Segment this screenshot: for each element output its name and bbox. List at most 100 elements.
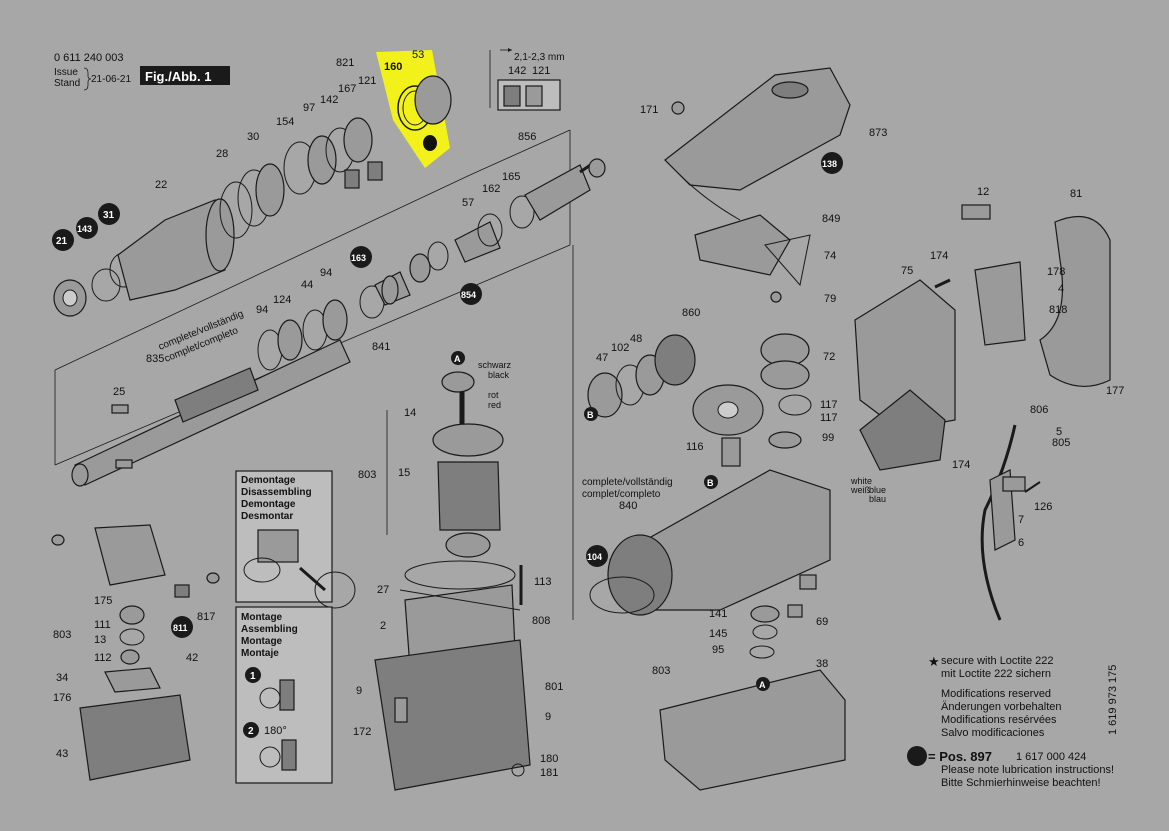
complete-label-2b: complet/completo xyxy=(582,489,661,500)
part-label: 154 xyxy=(276,116,294,128)
marker-a-top: A xyxy=(451,351,465,365)
part-label: 162 xyxy=(482,183,500,195)
marker-a-bottom: A xyxy=(756,677,770,691)
modifications-2: Änderungen vorbehalten xyxy=(941,701,1061,713)
part-label: 30 xyxy=(247,131,259,143)
part-label-highlighted: 160 xyxy=(384,61,402,73)
part-label: 94 xyxy=(256,304,268,316)
part-label: 174 xyxy=(930,250,948,262)
part-label: 79 xyxy=(824,293,836,305)
part-label: 4 xyxy=(1058,283,1064,295)
svg-text:21: 21 xyxy=(56,236,68,247)
part-label: 69 xyxy=(816,616,828,628)
assembly-box: Montage Assembling Montage Montaje 1 2 1… xyxy=(235,606,333,784)
part-label: 174 xyxy=(952,459,970,471)
lower-left-assembly xyxy=(51,524,220,781)
marker-b-left: B xyxy=(584,407,598,421)
part-label: 14 xyxy=(404,407,416,419)
cover-873 xyxy=(664,67,851,191)
vertical-doc-number: 1 619 973 175 xyxy=(1107,665,1119,735)
wire-label-rot: rot xyxy=(488,390,499,400)
part-label: 95 xyxy=(712,644,724,656)
svg-text:A: A xyxy=(759,680,766,690)
top-cover xyxy=(664,67,851,303)
part-labels: 821 53 160 121 167 97 142 154 30 28 22 8… xyxy=(53,49,1124,779)
svg-text:138: 138 xyxy=(822,159,837,169)
part-label: 124 xyxy=(273,294,291,306)
part-label: 145 xyxy=(709,628,727,640)
part-label: 94 xyxy=(320,267,332,279)
handle-81 xyxy=(1039,215,1111,388)
fan-armature xyxy=(432,423,504,457)
pos-label: = Pos. 897 xyxy=(928,749,992,764)
part-label: 15 xyxy=(398,467,410,479)
part-label: 821 xyxy=(336,57,354,69)
step-2-badge xyxy=(243,722,259,738)
part-label: 113 xyxy=(534,576,552,588)
step-1-number: 1 xyxy=(250,671,256,682)
part-label: 57 xyxy=(462,197,474,209)
part-label: 6 xyxy=(1018,537,1024,549)
star-icon: ★ xyxy=(928,654,940,669)
part-label: 835 xyxy=(146,353,164,365)
lubrication-note-2: Bitte Schmierhinweise beachten! xyxy=(941,777,1101,789)
svg-text:B: B xyxy=(707,478,714,488)
demontage-2: Disassembling xyxy=(241,487,312,498)
part-label: 34 xyxy=(56,672,68,684)
part-label: 75 xyxy=(901,265,913,277)
part-label: 806 xyxy=(1030,404,1048,416)
modifications-1: Modifications reserved xyxy=(941,688,1051,700)
part-label: 72 xyxy=(823,351,835,363)
montage-4: Montaje xyxy=(241,648,279,659)
part-label: 176 xyxy=(53,692,71,704)
part-label: 111 xyxy=(94,619,111,631)
callouts: 21 143 31 163 854 138 811 104 xyxy=(52,152,843,638)
part-849 xyxy=(694,214,791,276)
svg-text:B: B xyxy=(587,410,594,420)
gearbox-cover-43 xyxy=(79,694,191,781)
letter-markers: A A B B xyxy=(451,351,770,691)
dimension-value: 2,1-2,3 mm xyxy=(514,52,565,63)
part-label: 53 xyxy=(412,49,424,61)
part-label: 873 xyxy=(869,127,887,139)
callout-104: 104 xyxy=(586,545,608,567)
part-label: 860 xyxy=(682,307,700,319)
part-label: 25 xyxy=(113,386,125,398)
wire-label-white: white xyxy=(850,476,872,486)
svg-text:143: 143 xyxy=(77,224,92,234)
part-label: 849 xyxy=(822,213,840,225)
part-label: 5 xyxy=(1056,426,1062,438)
part-label: 177 xyxy=(1106,385,1124,397)
gearbox-housing xyxy=(572,245,846,791)
part-label: 74 xyxy=(824,250,836,262)
part-label: 43 xyxy=(56,748,68,760)
part-label: 97 xyxy=(303,102,315,114)
montage-3: Montage xyxy=(241,636,283,647)
part-label: 803 xyxy=(53,629,71,641)
part-label: 12 xyxy=(977,186,989,198)
label-142-inset: 142 xyxy=(508,65,526,77)
modifications-3: Modifications resérvées xyxy=(941,714,1057,726)
cover-38 xyxy=(659,669,846,791)
demontage-3: Demontage xyxy=(241,499,296,510)
part-label: 142 xyxy=(320,94,338,106)
issue-brace xyxy=(83,67,92,91)
part-label: 856 xyxy=(518,131,536,143)
svg-text:104: 104 xyxy=(587,552,602,562)
pos-number: 1 617 000 424 xyxy=(1016,751,1086,763)
part-label: 13 xyxy=(94,634,106,646)
disassembly-box: Demontage Disassembling Demontage Desmon… xyxy=(235,470,356,609)
wire-label-schwarz: schwarz xyxy=(478,360,512,370)
gear-assembly xyxy=(587,333,812,467)
fig-label: Fig./Abb. 1 xyxy=(145,69,211,84)
document-number: 0 611 240 003 xyxy=(54,52,124,64)
part-label: 2 xyxy=(380,620,386,632)
part-label: 803 xyxy=(652,665,670,677)
part-label: 28 xyxy=(216,148,228,160)
part-label: 805 xyxy=(1052,437,1070,449)
part-label: 42 xyxy=(186,652,198,664)
housing-9 xyxy=(374,639,531,791)
part-label: 7 xyxy=(1018,514,1024,526)
wire-label-red: red xyxy=(488,400,501,410)
part-label: 808 xyxy=(532,615,550,627)
